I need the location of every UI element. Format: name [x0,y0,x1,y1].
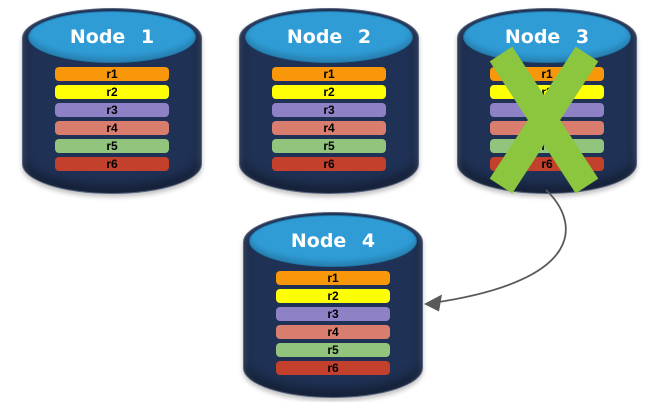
replica-row-r1: r1 [55,67,169,81]
replica-row-r3: r3 [55,103,169,117]
replica-row-r4: r4 [272,121,386,135]
node-4-title: Node 4 [290,230,376,252]
replica-row-r2: r2 [272,85,386,99]
node-4-cylinder: Node 4 r1 r2 r3 r4 r5 r6 [243,212,423,398]
node-4-cylinder-top: Node 4 [249,215,417,267]
replica-row-r1: r1 [272,67,386,81]
replica-row-r5: r5 [276,343,390,357]
node-3-cylinder: Node 3 r1 r2 r3 r4 r5 r6 [457,8,637,194]
node-1-title: Node 1 [69,26,155,48]
node-2-cylinder: Node 2 r1 r2 r3 r4 r5 r6 [239,8,419,194]
replica-row-r2: r2 [276,289,390,303]
node-4-rows: r1 r2 r3 r4 r5 r6 [276,271,390,375]
replica-row-r5: r5 [55,139,169,153]
replica-row-r6: r6 [272,157,386,171]
replica-row-r6: r6 [55,157,169,171]
node-2-rows: r1 r2 r3 r4 r5 r6 [272,67,386,171]
replica-row-r6: r6 [276,361,390,375]
replica-row-r4: r4 [55,121,169,135]
node-1-cylinder: Node 1 r1 r2 r3 r4 r5 r6 [22,8,202,194]
node-3-title: Node 3 [504,26,590,48]
node-2-title: Node 2 [286,26,372,48]
node-3-cylinder-top: Node 3 [463,11,631,63]
arrowhead-icon [424,294,442,312]
replica-row-r1: r1 [276,271,390,285]
x-mark-icon [489,46,599,194]
replica-row-r5: r5 [272,139,386,153]
replica-row-r3: r3 [276,307,390,321]
node-1-rows: r1 r2 r3 r4 r5 r6 [55,67,169,171]
replica-row-r4: r4 [276,325,390,339]
replica-row-r3: r3 [272,103,386,117]
replica-row-r2: r2 [55,85,169,99]
node-2-cylinder-top: Node 2 [245,11,413,63]
node-1-cylinder-top: Node 1 [28,11,196,63]
